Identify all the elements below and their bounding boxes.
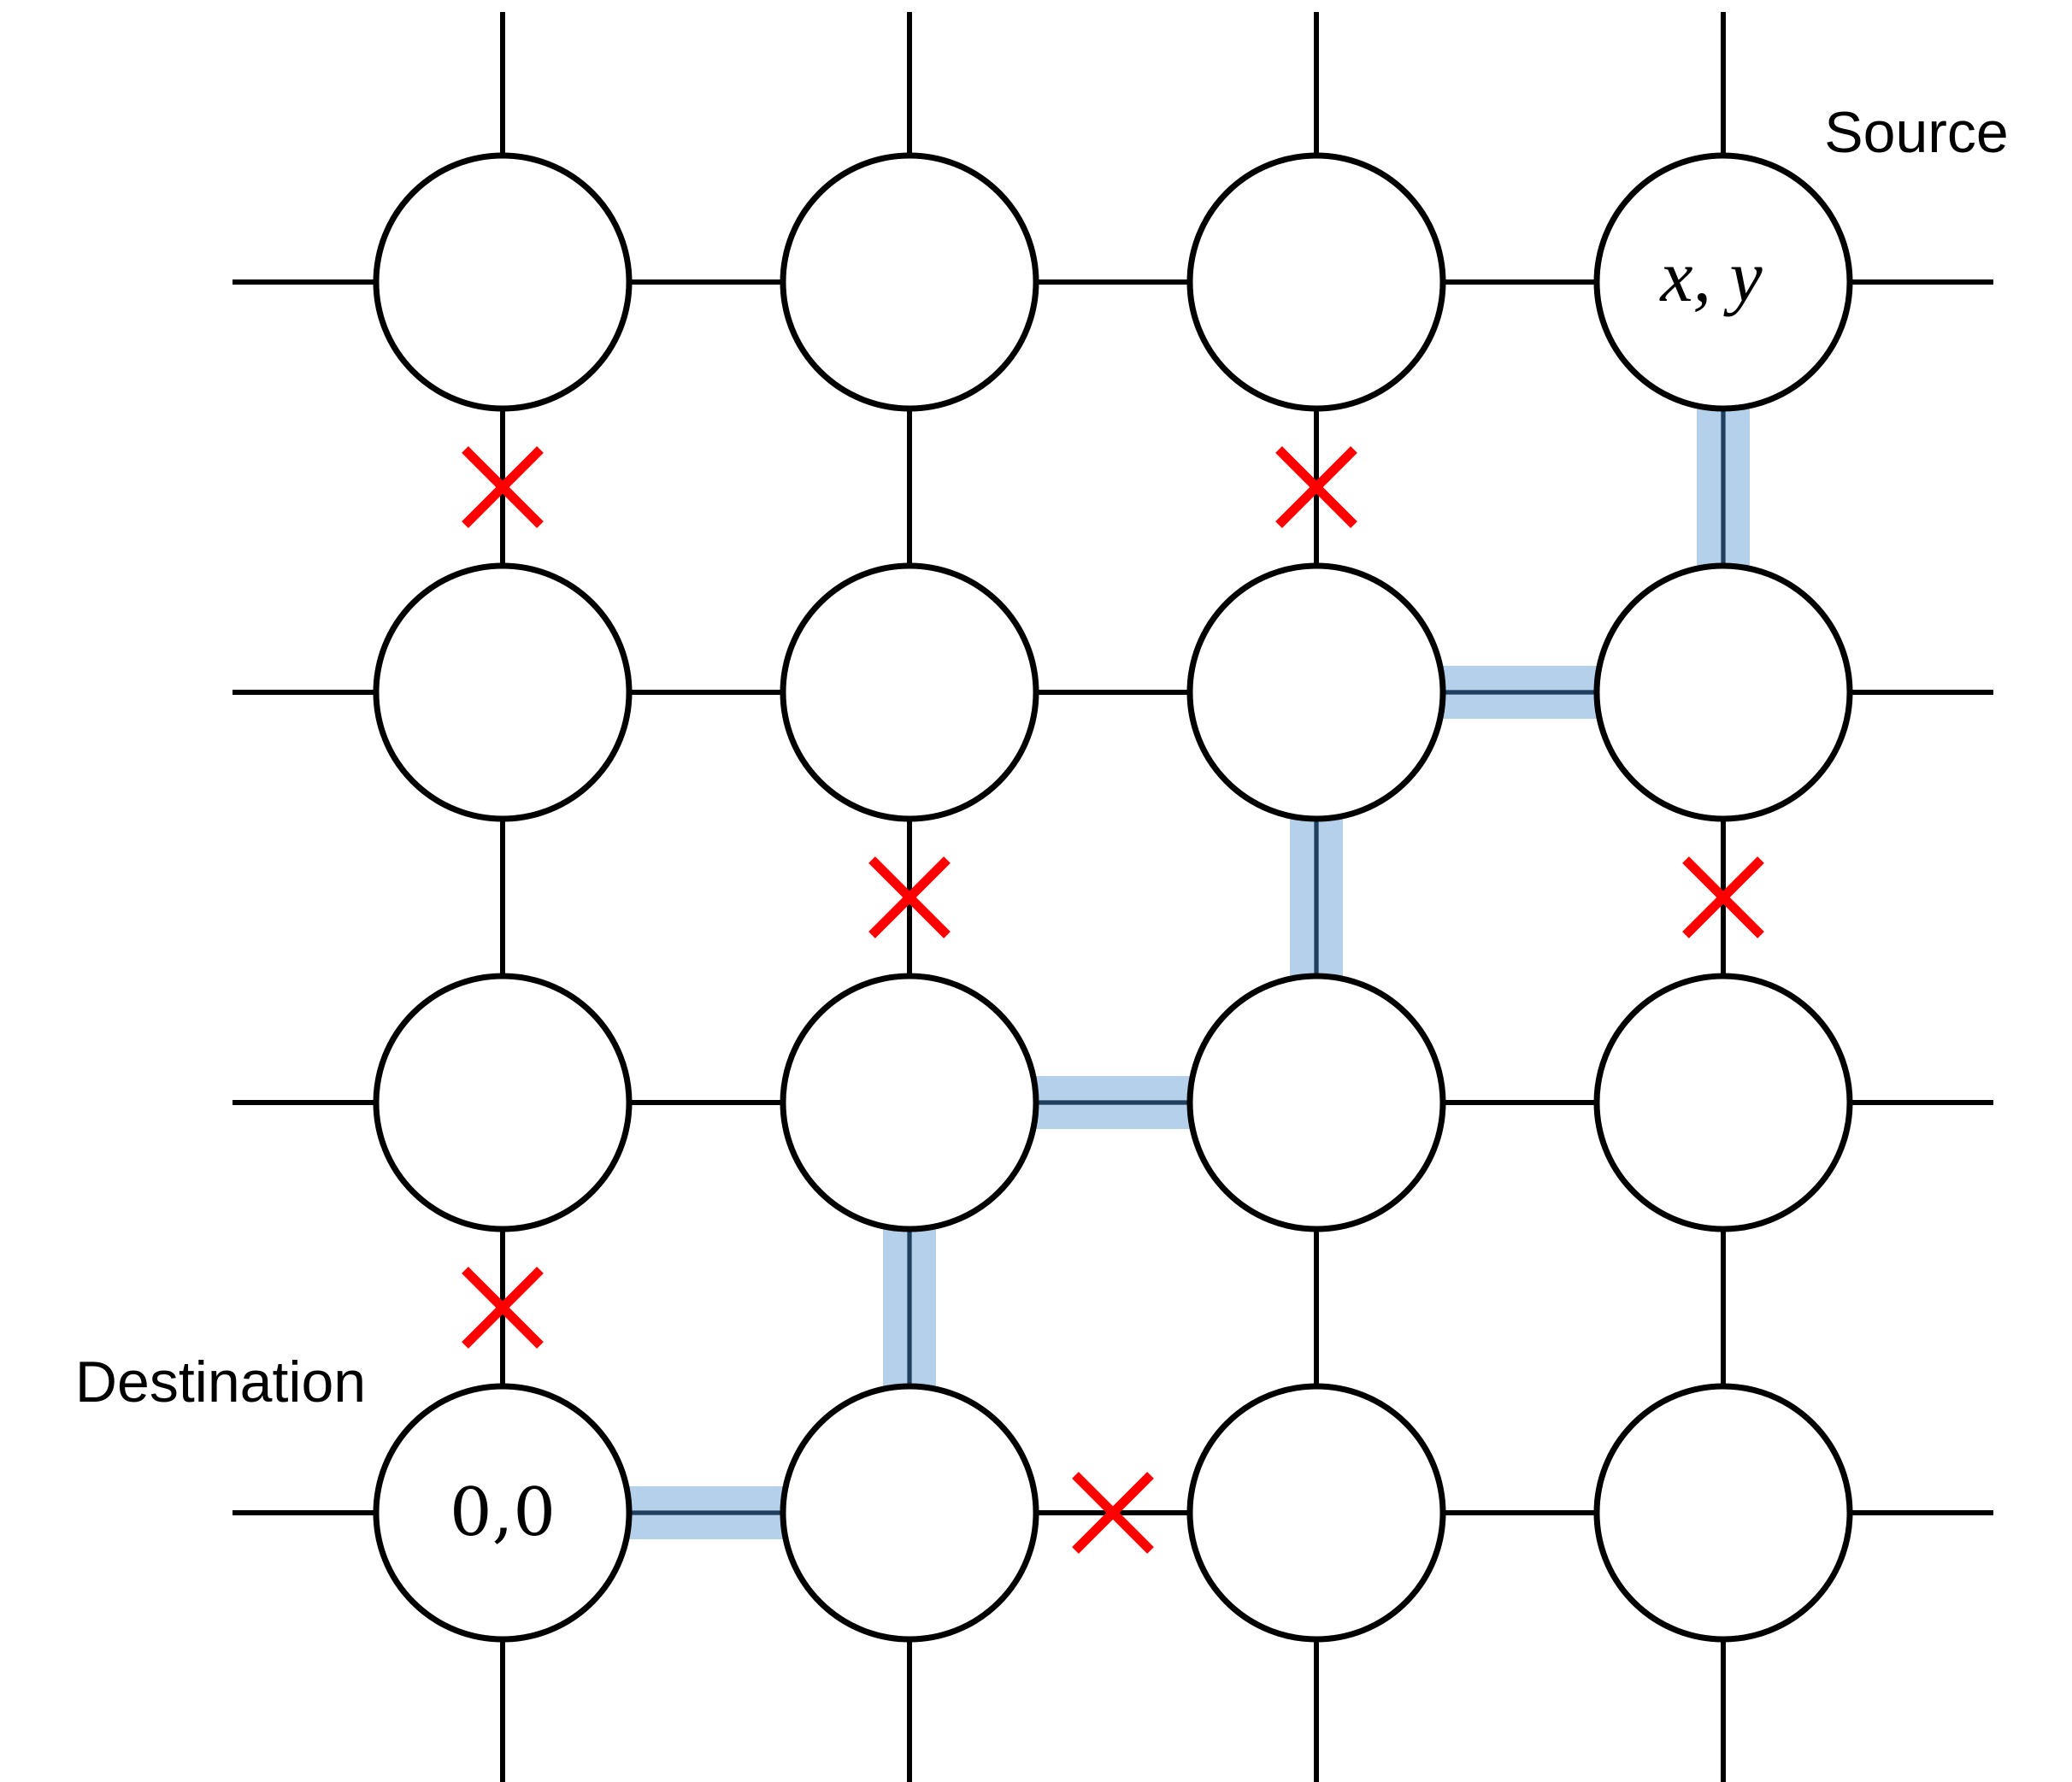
router-node [780,152,1039,412]
mesh-nodes [373,152,1853,1643]
route-highlight [476,256,1750,1539]
destination-node-label: 0,0 [450,1474,556,1551]
router-node [1593,152,1853,412]
router-node [373,562,633,822]
router-node [780,1383,1039,1643]
router-node [1593,1383,1853,1643]
fault-x-icon [1682,856,1764,938]
router-node [373,1383,633,1643]
routing-path [476,256,1750,1539]
router-node [780,562,1039,822]
router-node [1186,152,1446,412]
router-node [373,973,633,1232]
fault-x-icon [1275,446,1357,528]
fault-x-icon [868,856,951,938]
router-node [1593,562,1853,822]
destination-label: Destination [75,1350,366,1414]
faulty-link-markers [462,446,1764,1554]
fault-x-icon [462,446,544,528]
router-node [1186,562,1446,822]
router-node [1186,1383,1446,1643]
router-node [780,973,1039,1232]
source-label: Source [1824,100,2008,165]
router-node [1593,973,1853,1232]
router-node [373,152,633,412]
router-node [1186,973,1446,1232]
fault-x-icon [1072,1472,1154,1554]
source-node-label: x, y [1658,235,1763,317]
fault-x-icon [462,1267,544,1349]
